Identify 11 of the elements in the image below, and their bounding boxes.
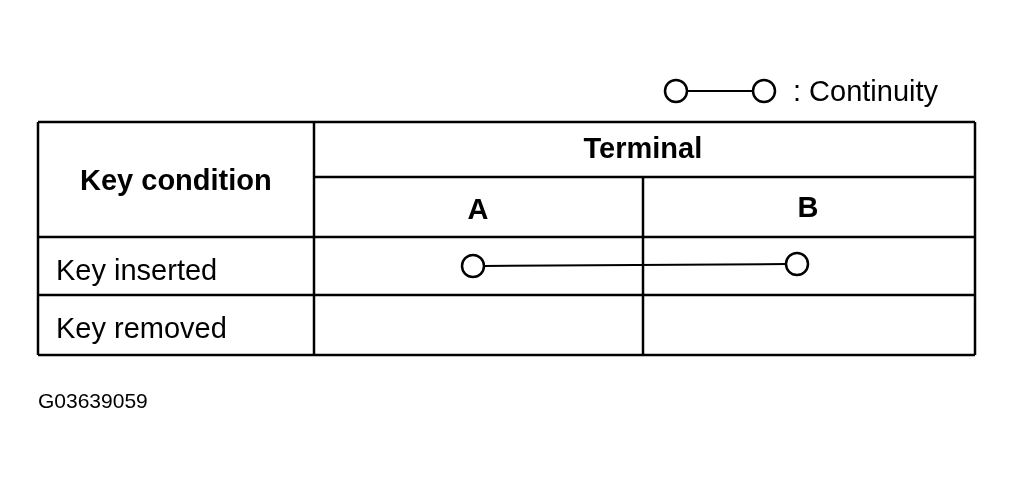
continuity-circle [784,251,810,277]
row-label: Key removed [56,313,227,343]
table-header: A [467,194,489,224]
table-header: Terminal [583,133,703,163]
table-header: Key condition [80,165,272,195]
table-header: B [797,192,819,222]
legend-text: : Continuity [793,76,939,106]
figure-code: G03639059 [38,389,148,411]
row-label: Key inserted [56,255,218,285]
continuity-circle [460,253,486,279]
continuity-line [483,263,787,267]
